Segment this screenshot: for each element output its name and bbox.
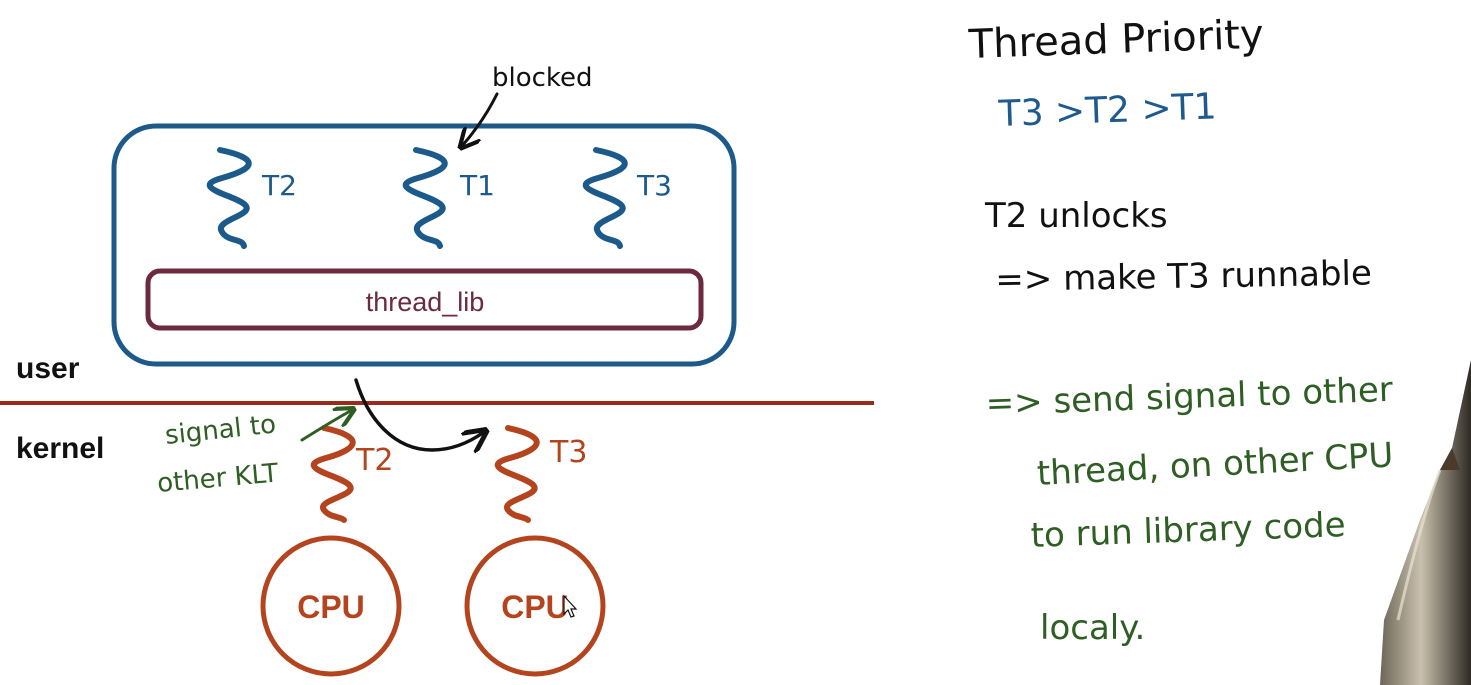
priority-order: T3 >T2 >T1 [998,86,1218,135]
mouse-cursor-icon [563,594,578,618]
user-thread-t1: T1 [402,147,495,249]
user-thread-t2: T2 [206,147,297,249]
thread-squiggle-icon [582,147,628,249]
cpu-circle [464,535,606,677]
thread-squiggle-icon [402,147,448,249]
user-space-label: user [16,352,80,385]
signal-note-line-4: localy. [1040,608,1146,648]
signal-note-line1: signal to [164,409,278,450]
thread-squiggle-icon [494,425,540,523]
kernel-thread-label: T2 [355,443,393,478]
pen-icon [1380,360,1471,685]
thread-lib-box [145,268,704,331]
user-thread-t3: T3 [582,147,672,249]
kernel-space-label: kernel [16,432,104,465]
blocked-arrow [462,92,499,146]
cpu-circle [260,535,402,677]
user-thread-label: T2 [261,169,297,202]
unlock-line: T2 unlocks [985,196,1168,236]
cpu-label: CPU [297,589,365,625]
thread-squiggle-icon [310,425,356,523]
cpu-2: CPU [464,535,606,677]
signal-note-line2: other KLT [156,458,280,498]
user-thread-label: T1 [459,169,495,202]
thread-squiggle-icon [206,147,252,249]
cpu-1: CPU [260,535,402,677]
thread-lib-label: thread_lib [366,287,485,317]
kernel-thread-t3: T3 [494,425,587,523]
kernel-thread-label: T3 [549,435,587,470]
signal-curve-arrow [354,378,484,450]
cpu-label: CPU [501,589,569,625]
runnable-line: => make T3 runnable [995,253,1373,300]
kernel-thread-t2: T2 [310,425,393,523]
user-thread-label: T3 [636,169,672,202]
blocked-label: blocked [492,63,593,93]
signal-note-arrow [300,410,352,442]
user-process-box [111,123,737,367]
